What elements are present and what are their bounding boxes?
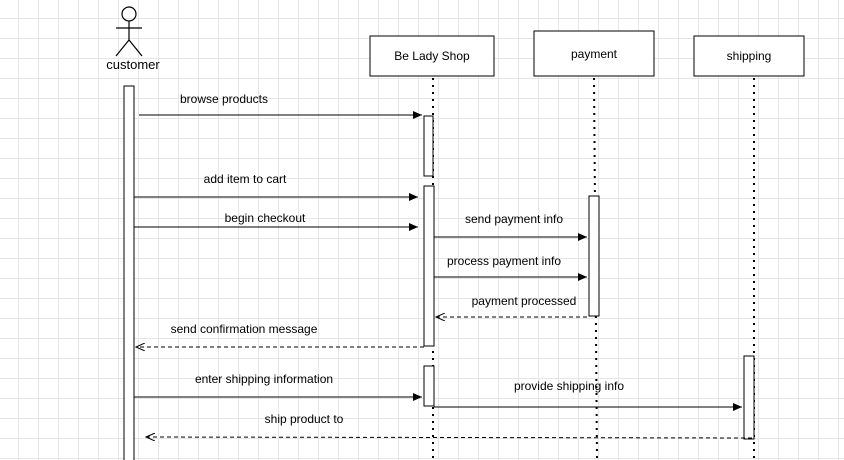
message-label: process payment info [447, 254, 561, 268]
message-label: ship product to [265, 412, 344, 426]
activation-bar-shipping [743, 355, 755, 440]
stick-figure-icon [115, 6, 143, 57]
message-label: enter shipping information [195, 372, 333, 386]
activation-bar-shop [423, 365, 435, 407]
message-begin-checkout[interactable]: begin checkout [134, 211, 418, 231]
activation-bar-shop [423, 115, 434, 177]
message-label: add item to cart [204, 172, 287, 186]
message-send-confirmation[interactable]: send confirmation message [136, 322, 424, 347]
message-payment-processed[interactable]: payment processed [436, 294, 587, 317]
participant-label: shipping [727, 49, 772, 63]
lifeline-payment [593, 77, 598, 460]
message-browse-products[interactable]: browse products [139, 92, 422, 119]
participant-label: payment [571, 47, 618, 61]
participant-payment[interactable]: payment [533, 30, 655, 77]
activation-bar-shop [423, 185, 435, 347]
message-enter-shipping-information[interactable]: enter shipping information [134, 372, 422, 401]
message-process-payment-info[interactable]: process payment info [434, 254, 587, 281]
participant-shop[interactable]: Be Lady Shop [369, 35, 495, 77]
message-send-payment-info[interactable]: send payment info [434, 212, 587, 241]
participant-label: Be Lady Shop [394, 49, 470, 63]
participant-shipping[interactable]: shipping [693, 35, 805, 77]
message-label: send payment info [465, 212, 563, 226]
activation-bar-payment [588, 195, 600, 317]
message-label: browse products [180, 92, 268, 106]
message-label: payment processed [472, 294, 577, 308]
message-add-item-to-cart[interactable]: add item to cart [134, 172, 418, 201]
message-provide-shipping-info[interactable]: provide shipping info [434, 379, 742, 411]
actor-customer[interactable]: customer [106, 6, 160, 72]
message-label: provide shipping info [514, 379, 624, 393]
message-label: begin checkout [225, 211, 306, 225]
activation-bar-customer [123, 85, 135, 460]
message-label: send confirmation message [171, 322, 318, 336]
message-ship-product-to[interactable]: ship product to [146, 412, 753, 438]
actor-label: customer [106, 57, 160, 72]
